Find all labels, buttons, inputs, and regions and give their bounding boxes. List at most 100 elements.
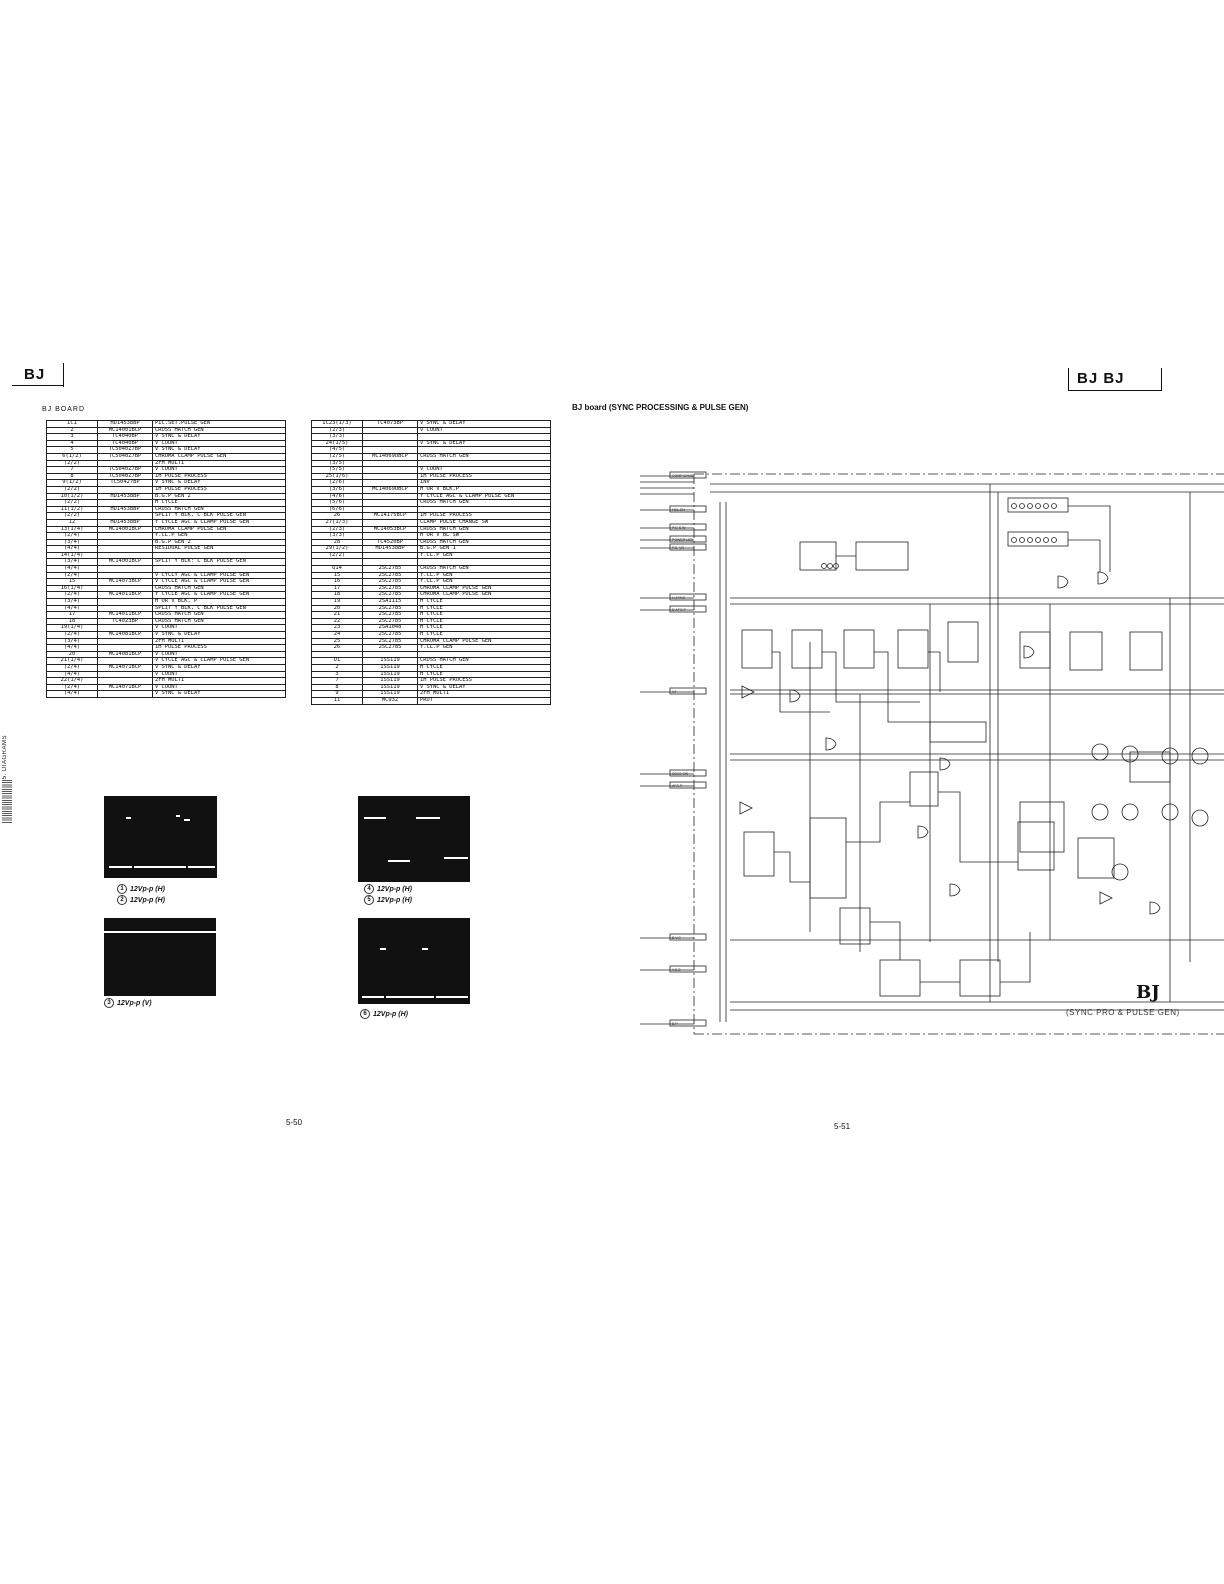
function-cell: SPLIT Y BLK: C BLK PULSE GEN	[152, 558, 286, 567]
waveform-screen-3	[104, 918, 216, 996]
part-cell: TC4073BP	[362, 420, 418, 428]
sidebar-bars	[2, 780, 12, 824]
part-cell	[362, 499, 418, 507]
sig-label-afc-p: AFC.P	[672, 784, 683, 788]
part-cell: TC5040Z7BP	[97, 452, 153, 461]
part-cell	[97, 637, 153, 646]
function-cell: CROSS HATCH GEN	[417, 452, 551, 461]
board-label: BJ BOARD	[42, 406, 86, 413]
sidebar-label: 5. DIAGRAMS	[2, 735, 8, 780]
function-cell: Y.CL.P GEN	[417, 551, 551, 560]
sig-label-power-led: POWER LED	[672, 538, 693, 542]
part-cell	[97, 538, 153, 547]
function-cell: 2FH MULTI	[417, 690, 551, 698]
function-cell: V SYNC & DELAY	[417, 439, 551, 448]
schematic-board-desc: (SYNC PRO & PULSE GEN)	[1066, 1008, 1180, 1017]
function-cell: Y.CL.P GEN	[417, 644, 551, 652]
function-cell: RESIDUAL PULSE GEN	[152, 545, 286, 553]
part-cell: HD14538BP	[97, 505, 153, 514]
part-cell: HD14538BP	[97, 492, 153, 501]
part-cell	[362, 551, 418, 560]
sig-label-bvc: B.V.C	[672, 936, 681, 940]
part-cell: MC14071BCP	[97, 663, 153, 672]
diagrams-sidebar: 5. DIAGRAMS	[2, 735, 12, 1035]
part-cell: MC14001BCP	[97, 558, 153, 567]
schematic-board-name: BJ	[1136, 982, 1160, 1003]
sig-label-bp: B.P	[672, 1022, 678, 1026]
page-number-right: 5-51	[834, 1122, 851, 1131]
sig-label-pc-sw: P/C S.W	[672, 526, 686, 530]
sig-label-ps-vr: P.S. VR	[672, 546, 684, 550]
ref-cell: 11	[311, 696, 363, 705]
sig-label-d-afc-p: D.AFC P	[672, 608, 686, 612]
part-cell: MC14053BCP	[362, 525, 418, 534]
ref-cell: (4/4)	[46, 690, 98, 698]
function-cell: Y CYCLE AGC & CLAMP PULSE GEN	[152, 518, 286, 527]
part-cell: HD14538BP	[362, 545, 418, 553]
part-cell	[362, 472, 418, 481]
part-cell	[97, 565, 153, 573]
part-cell	[97, 690, 153, 698]
page-number-left: 5-50	[286, 1118, 303, 1127]
right-tag-text: BJ BJ	[1077, 370, 1125, 387]
parts-row: (2/2)Y.CL.P GEN	[311, 551, 551, 560]
function-cell: V COUNT	[417, 426, 551, 435]
waveform-screen-1-2	[104, 796, 217, 878]
parts-row: (2/3)V COUNT	[311, 426, 551, 435]
parts-row: (4/4) V SYNC & DELAY	[46, 690, 286, 698]
parts-row: 25(1/6)1H PULSE PROCESS	[311, 472, 551, 481]
ref-cell: 26	[311, 644, 363, 652]
schematic-title: BJ board (SYNC PROCESSING & PULSE GEN)	[572, 403, 749, 412]
function-cell: CLAMP PULSE CHANGE SW	[417, 518, 551, 527]
part-cell	[362, 433, 418, 441]
part-cell	[97, 545, 153, 553]
part-cell: 2SC2785	[362, 644, 418, 652]
right-page-tag: BJ BJ	[1068, 368, 1162, 391]
part-cell: MC14069UBCP	[362, 452, 418, 461]
part-cell	[362, 466, 418, 474]
part-cell	[362, 439, 418, 448]
part-cell: MC14175BCP	[362, 512, 418, 520]
schematic-diagram: COMP SYNC HDL.EN P/C S.W POWER LED P.S. …	[640, 471, 1224, 1035]
part-cell	[362, 426, 418, 435]
part-cell: HD14538BP	[97, 518, 153, 527]
function-cell: V SYNC & DELAY	[152, 690, 286, 698]
part-cell: MC14081BCP	[97, 650, 153, 659]
parts-row: 24(1/5)V SYNC & DELAY	[311, 439, 551, 448]
sig-label-comp-sync: COMP SYNC	[672, 474, 694, 478]
sig-label-vss: V.S.S	[672, 968, 681, 972]
part-cell	[362, 459, 418, 468]
left-page-tag: BJ	[12, 363, 64, 387]
part-cell: MC14081BCP	[97, 631, 153, 639]
function-cell: CROSS HATCH GEN	[417, 499, 551, 507]
function-cell: PROT	[417, 696, 551, 705]
sig-label-s0-sw: S0/S0 SW	[672, 772, 689, 776]
part-cell: TC5042?BP	[97, 479, 153, 487]
parts-row: (5/6)CROSS HATCH GEN	[311, 499, 551, 507]
waveform-screen-4-5	[358, 796, 470, 882]
part-cell	[362, 518, 418, 527]
waveform-screen-6	[358, 918, 470, 1004]
part-cell	[97, 532, 153, 540]
part-cell: MC932	[362, 696, 418, 705]
part-cell: MC14001BCP	[97, 525, 153, 534]
function-cell: 1H PULSE PROCESS	[417, 472, 551, 481]
sig-label-hdl-en: HDL.EN	[672, 508, 685, 512]
part-cell: MC14073BCP	[97, 578, 153, 586]
left-tag-text: BJ	[24, 366, 46, 383]
